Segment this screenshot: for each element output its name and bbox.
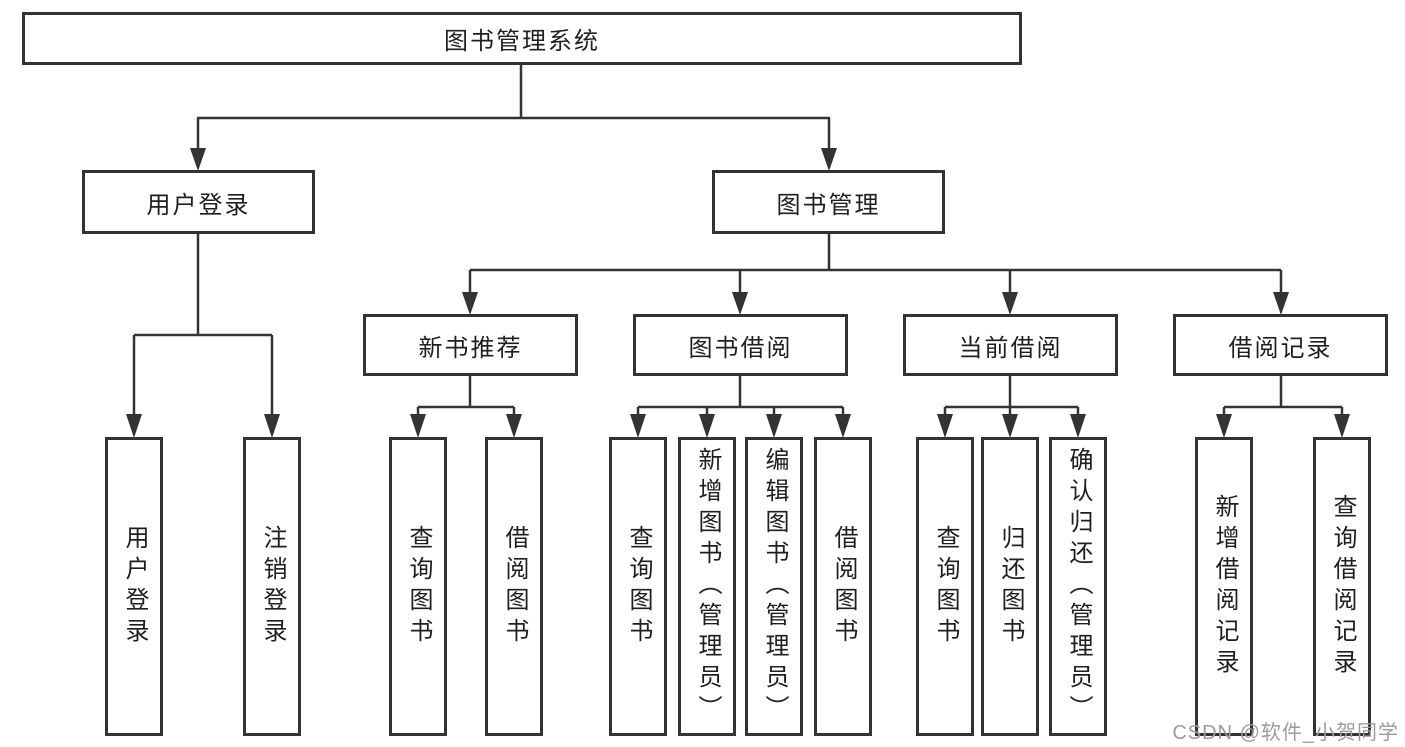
node-label: 确认归还（管理员） [1065, 447, 1092, 726]
leaf-confirm-return-admin: 确认归还（管理员） [1049, 437, 1107, 736]
node-label: 图书管理系统 [444, 28, 600, 55]
node-label: 新增借阅记录 [1211, 493, 1238, 680]
leaf-borrow-books: 借阅图书 [814, 437, 872, 736]
leaf-add-book-admin: 新增图书（管理员） [678, 437, 736, 736]
node-label: 图书借阅 [688, 334, 793, 362]
leaf-return-books: 归还图书 [981, 437, 1039, 736]
node-new-book-recommend: 新书推荐 [363, 314, 578, 376]
leaf-query-books-borrow: 查询图书 [609, 437, 667, 736]
node-label: 新增图书（管理员） [694, 447, 721, 726]
node-label: 借阅图书 [830, 524, 857, 649]
leaf-borrow-books-recommend: 借阅图书 [485, 437, 543, 736]
leaf-add-borrow-record: 新增借阅记录 [1195, 437, 1253, 736]
node-label: 查询借阅记录 [1329, 493, 1356, 680]
node-borrow-record: 借阅记录 [1173, 314, 1388, 376]
leaf-query-borrow-record: 查询借阅记录 [1313, 437, 1371, 736]
node-label: 新书推荐 [418, 334, 523, 362]
node-label: 用户登录 [146, 191, 251, 219]
node-book-borrow: 图书借阅 [633, 314, 848, 376]
node-label: 图书管理 [776, 191, 881, 219]
node-label: 注销登录 [259, 524, 286, 649]
leaf-query-books-current: 查询图书 [916, 437, 974, 736]
node-label: 查询图书 [932, 524, 959, 649]
leaf-query-books-recommend: 查询图书 [389, 437, 447, 736]
leaf-user-login: 用户登录 [105, 437, 163, 736]
node-label: 归还图书 [997, 524, 1024, 649]
node-library-management-system: 图书管理系统 [22, 12, 1022, 65]
leaf-logout: 注销登录 [243, 437, 301, 736]
leaf-edit-book-admin: 编辑图书（管理员） [745, 437, 803, 736]
node-label: 编辑图书（管理员） [761, 447, 788, 726]
node-label: 借阅图书 [501, 524, 528, 649]
csdn-watermark: CSDN @软件_小贺同学 [1172, 722, 1399, 744]
node-book-management: 图书管理 [712, 170, 945, 234]
node-label: 查询图书 [625, 524, 652, 649]
node-label: 当前借阅 [958, 334, 1063, 362]
node-label: 用户登录 [121, 524, 148, 649]
node-current-borrow: 当前借阅 [903, 314, 1118, 376]
node-label: 借阅记录 [1228, 334, 1333, 362]
arrowheads [126, 148, 1350, 438]
node-label: 查询图书 [405, 524, 432, 649]
node-user-login-group: 用户登录 [82, 170, 315, 234]
